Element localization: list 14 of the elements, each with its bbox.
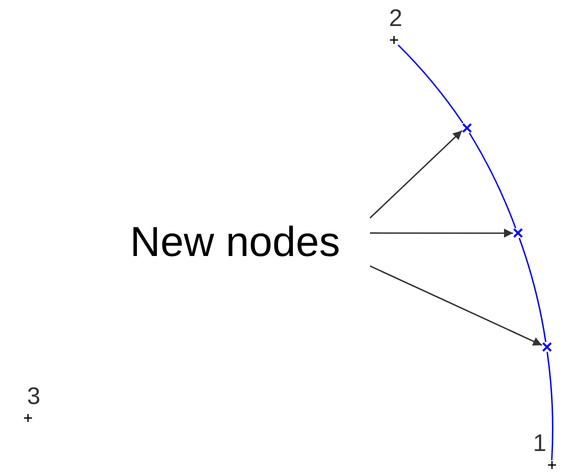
arrow bbox=[370, 130, 462, 218]
point-number: 1 bbox=[533, 432, 546, 456]
curve-segment bbox=[468, 132, 516, 228]
node-marker bbox=[462, 123, 472, 133]
curve-segment bbox=[518, 238, 546, 342]
curve-segment bbox=[546, 352, 554, 460]
node-marker bbox=[513, 228, 523, 238]
callout-text: New nodes bbox=[130, 218, 370, 266]
arrow bbox=[370, 265, 542, 346]
point-number: 3 bbox=[27, 385, 40, 409]
node-marker bbox=[542, 342, 552, 352]
point-number: 2 bbox=[389, 7, 402, 31]
arrow bbox=[370, 228, 513, 238]
curve-segment bbox=[398, 44, 464, 124]
